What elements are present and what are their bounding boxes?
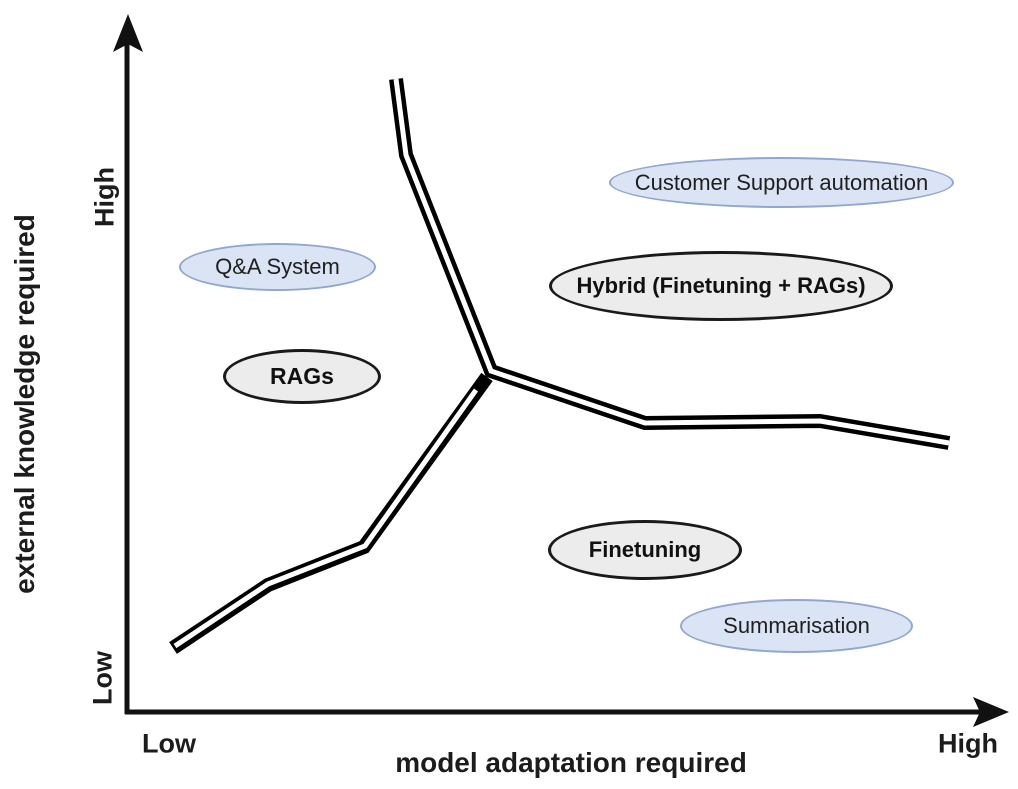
x-axis-tick-low: Low [142, 728, 196, 759]
x-axis-tick-high: High [938, 728, 998, 759]
x-axis-arrowhead [973, 697, 1009, 727]
y-axis-tick-low: Low [87, 651, 118, 705]
y-axis [113, 14, 143, 714]
x-axis [125, 697, 1009, 727]
y-axis-title: external knowledge required [9, 214, 40, 594]
bubble-hybrid-finetuning-rags: Hybrid (Finetuning + RAGs) [549, 251, 893, 321]
x-axis-title: model adaptation required [395, 747, 747, 778]
y-axis-arrowhead [113, 14, 143, 52]
bubble-rags: RAGs [223, 349, 381, 404]
bubble-qa-system: Q&A System [179, 243, 376, 291]
bubble-summarisation: Summarisation [680, 599, 913, 653]
divider-line-top-right-core [393, 78, 950, 446]
y-axis-tick-high: High [89, 167, 120, 227]
bubble-customer-support-automation: Customer Support automation [609, 157, 954, 208]
divider-line-lower-left [169, 372, 493, 654]
bubble-finetuning: Finetuning [548, 520, 742, 580]
